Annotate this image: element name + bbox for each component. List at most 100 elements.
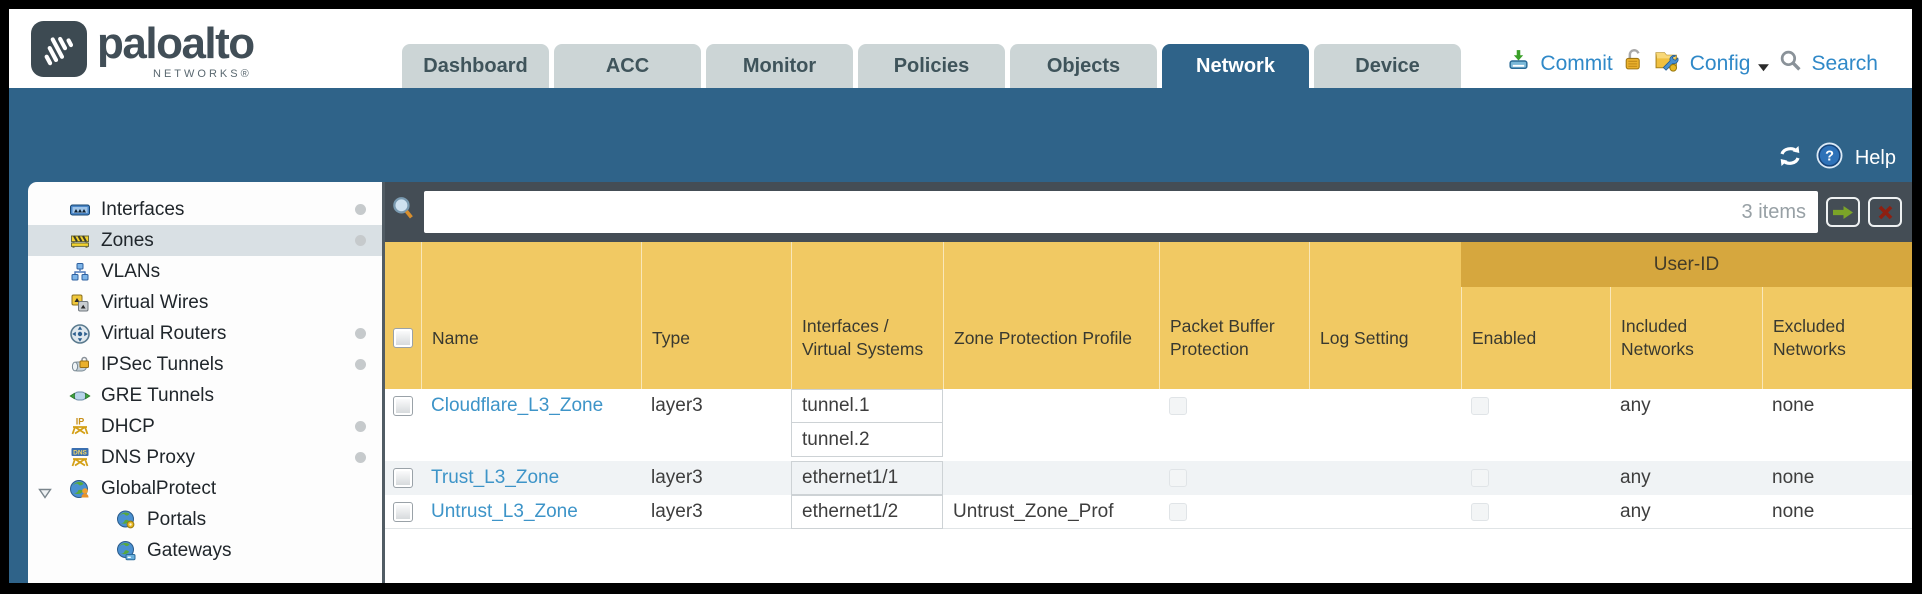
help-icon[interactable]: ? [1816,142,1843,175]
sidebar-item-gre-tunnels[interactable]: GRE Tunnels [28,380,382,411]
column-header-packet-buffer-protection[interactable]: Packet Buffer Protection [1159,242,1309,389]
top-bar: paloalto NETWORKS® Dashboard ACC Monitor… [9,9,1912,88]
user-id-enabled-cell [1461,495,1610,529]
svg-text:IP: IP [76,416,85,426]
select-all-cell [385,242,421,389]
sidebar-item-label: DHCP [101,415,155,437]
brand-name: paloalto [97,19,255,68]
row-checkbox-cell [385,389,421,423]
commit-button[interactable]: Commit [1540,51,1613,75]
column-header-excluded-networks[interactable]: Excluded Networks [1762,242,1912,389]
tab-monitor[interactable]: Monitor [706,44,853,88]
column-header-interfaces[interactable]: Interfaces / Virtual Systems [791,242,943,389]
search-button[interactable]: Search [1811,51,1878,75]
ipsec-tunnels-icon [68,354,92,376]
status-dot [355,204,366,215]
log-setting [1309,495,1461,529]
gateways-icon [114,540,138,562]
column-header-name[interactable]: Name [421,242,641,389]
interfaces-icon [68,199,92,221]
row-checkbox[interactable] [393,502,413,522]
sidebar-item-dns-proxy[interactable]: DNS DNS Proxy [28,442,382,473]
zone-protection-profile [943,461,1159,495]
tab-policies[interactable]: Policies [858,44,1005,88]
filter-input[interactable] [436,200,1742,224]
search-icon [1779,49,1802,78]
column-header-log-setting[interactable]: Log Setting [1309,242,1461,389]
filter-bar: 3 items [385,182,1912,242]
sidebar-item-label: VLANs [101,260,161,282]
user-id-enabled-checkbox [1471,503,1489,521]
zone-name-link[interactable]: Cloudflare_L3_Zone [431,395,604,416]
column-header-zone-protection-profile[interactable]: Zone Protection Profile [943,242,1159,389]
zone-name-link[interactable]: Trust_L3_Zone [431,467,560,488]
sidebar-item-label: IPSec Tunnels [101,353,224,375]
zones-icon [68,230,92,252]
packet-buffer-protection-checkbox [1169,397,1187,415]
sidebar-item-globalprotect[interactable]: GlobalProtect [28,473,382,504]
zone-interfaces-cell: tunnel.1 tunnel.2 [791,389,943,457]
tab-objects[interactable]: Objects [1010,44,1157,88]
included-networks: any [1620,395,1651,416]
row-checkbox[interactable] [393,468,413,488]
lock-icon[interactable] [1622,48,1645,79]
sidebar-item-gateways[interactable]: Gateways [28,535,382,566]
column-header-enabled[interactable]: Enabled [1461,242,1610,389]
svg-text:?: ? [1825,149,1834,165]
sidebar-item-ipsec-tunnels[interactable]: IPSec Tunnels [28,349,382,380]
brand-subtitle: NETWORKS® [153,68,252,80]
apply-filter-button[interactable] [1826,197,1860,227]
sidebar-item-vlans[interactable]: VLANs [28,256,382,287]
tab-acc[interactable]: ACC [554,44,701,88]
tab-network[interactable]: Network [1162,44,1309,88]
config-menu[interactable]: Config [1689,51,1751,75]
user-id-enabled-cell [1461,389,1610,423]
sidebar-item-interfaces[interactable]: Interfaces [28,194,382,225]
zone-type: layer3 [651,501,703,522]
portals-icon [114,509,138,531]
sidebar-item-dhcp[interactable]: IP DHCP [28,411,382,442]
packet-buffer-protection-checkbox [1169,469,1187,487]
column-header-type[interactable]: Type [641,242,791,389]
clear-filter-button[interactable] [1868,197,1902,227]
row-checkbox[interactable] [393,396,413,416]
zone-protection-profile [943,389,1159,423]
sidebar-item-label: Virtual Wires [101,291,209,313]
row-checkbox-cell [385,461,421,495]
zone-name-link[interactable]: Untrust_L3_Zone [431,501,578,522]
user-id-group-header: User-ID [1461,242,1912,287]
red-x-icon [1878,205,1892,219]
table-row: Trust_L3_Zone layer3 ethernet1/1 any non… [385,461,1912,495]
collapse-triangle-icon[interactable] [38,483,52,505]
user-id-enabled-checkbox [1471,469,1489,487]
commit-icon [1506,48,1531,79]
chevron-down-icon[interactable] [1757,54,1770,78]
sidebar-item-virtual-wires[interactable]: Virtual Wires [28,287,382,318]
main-nav-tabs: Dashboard ACC Monitor Policies Objects N… [402,44,1461,88]
sidebar-item-virtual-routers[interactable]: Virtual Routers [28,318,382,349]
sidebar-item-label: Virtual Routers [101,322,227,344]
sidebar-item-portals[interactable]: Portals [28,504,382,535]
tab-dashboard[interactable]: Dashboard [402,44,549,88]
excluded-networks: none [1772,467,1815,488]
sidebar-item-label: Portals [147,508,207,530]
filter-input-wrap: 3 items [424,191,1818,233]
status-dot [355,328,366,339]
column-header-included-networks[interactable]: Included Networks [1610,242,1762,389]
user-id-enabled-cell [1461,461,1610,495]
dhcp-icon: IP [68,416,92,438]
refresh-icon[interactable] [1776,144,1804,174]
vlans-icon [68,261,92,283]
brand-logo: paloalto NETWORKS® [31,19,255,82]
virtual-routers-icon [68,323,92,345]
globalprotect-icon [68,478,92,500]
gre-tunnels-icon [68,385,92,407]
select-all-checkbox[interactable] [393,328,413,348]
dns-proxy-icon: DNS [68,447,92,469]
sidebar-item-zones[interactable]: Zones [28,225,382,256]
included-networks: any [1620,501,1651,522]
help-label[interactable]: Help [1854,147,1896,169]
status-dot [355,359,366,370]
tab-device[interactable]: Device [1314,44,1461,88]
packet-buffer-protection-cell [1159,461,1309,495]
